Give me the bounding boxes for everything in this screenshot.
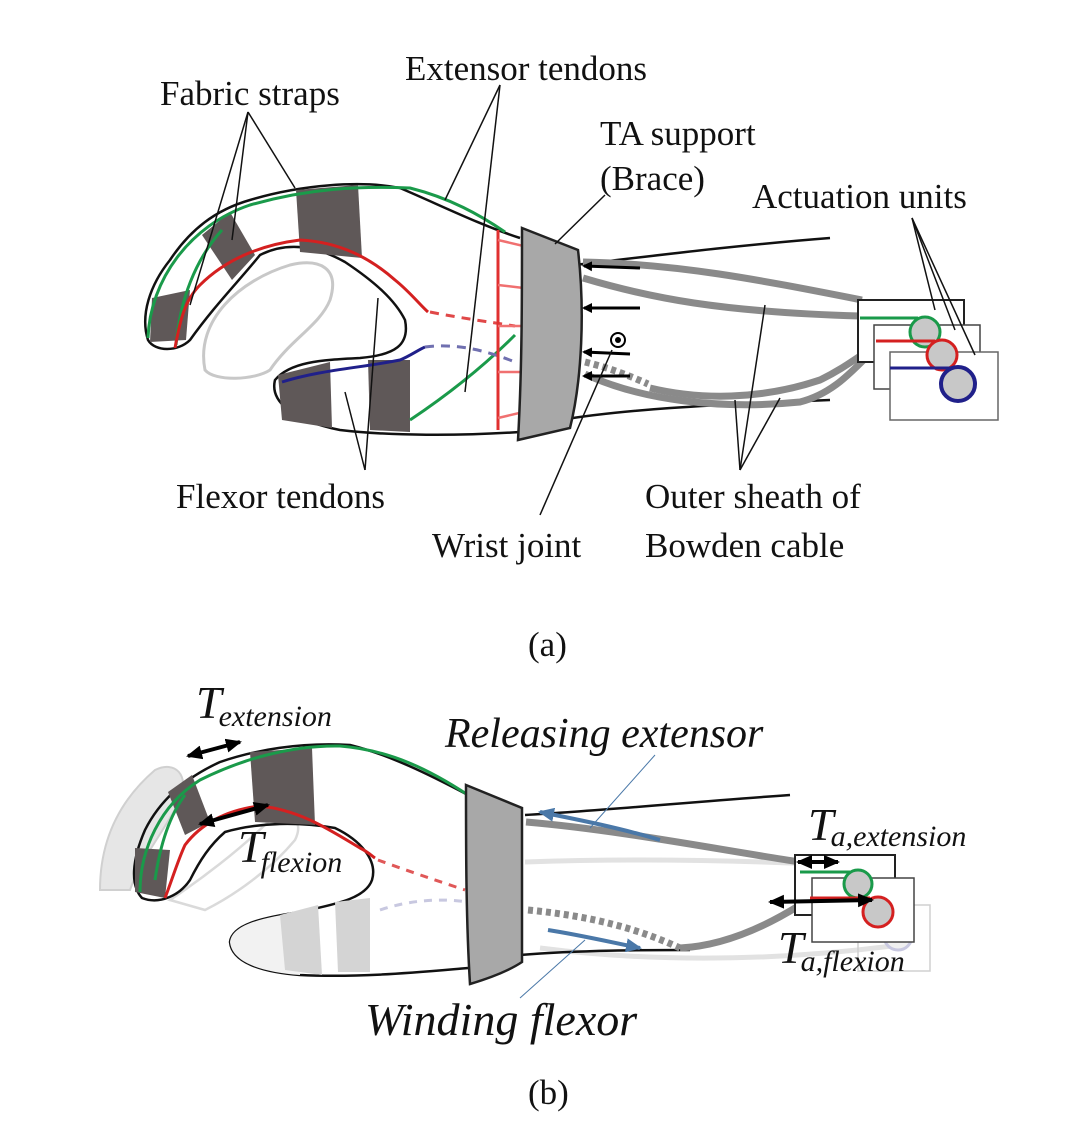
ta-support-brace-b[interactable]	[464, 783, 524, 986]
caption-b: (b)	[528, 1073, 569, 1112]
label-ta-support: TA support	[600, 114, 756, 153]
ghost-finger-a	[202, 261, 335, 380]
bowden-sheath-3-a	[583, 342, 883, 409]
label-ta-support-brace: (Brace)	[600, 159, 705, 198]
label-outer-sheath: Outer sheath of	[645, 477, 861, 516]
thumb-strap-1-b	[280, 905, 322, 975]
flexor-tendon-blue-dash-b	[379, 898, 469, 912]
forearm-top-b	[524, 793, 791, 817]
caption-a: (a)	[528, 625, 567, 664]
label-t-flexion: Tflexion	[238, 821, 342, 879]
strap-5-a	[368, 360, 410, 432]
flexor-tendon-blue-dash-a	[424, 344, 516, 364]
strap-1-a	[296, 185, 362, 258]
thumb-strap-2-b	[335, 898, 370, 972]
t-flexion-arrow	[198, 802, 270, 827]
label-ta-extension: Ta,extension	[808, 799, 966, 853]
label-winding-flexor: Winding flexor	[365, 994, 638, 1045]
hand-outline-a	[144, 182, 521, 437]
leader-winding	[519, 939, 586, 999]
t-extension-arrow	[186, 738, 242, 760]
strap-2-a	[202, 212, 255, 280]
force-arrow-3-a	[582, 347, 631, 358]
label-wrist-joint: Wrist joint	[432, 526, 582, 565]
label-extensor-tendons: Extensor tendons	[405, 49, 647, 88]
flexor-tendon-red-dash-b	[377, 858, 466, 892]
panel-a: Fabric straps Extensor tendons TA suppor…	[144, 49, 999, 664]
bowden-sheath-2-a	[582, 258, 863, 304]
label-t-extension: Textension	[196, 677, 332, 733]
label-ta-flexion: Ta,flexion	[778, 922, 905, 978]
label-bowden-cable: Bowden cable	[645, 526, 844, 565]
label-fabric-straps: Fabric straps	[160, 74, 340, 113]
bowden-sheath-5-a	[649, 336, 887, 400]
label-flexor-tendons: Flexor tendons	[176, 477, 385, 516]
label-releasing-extensor: Releasing extensor	[444, 711, 764, 757]
winding-arrow[interactable]	[547, 928, 642, 953]
force-arrow-1-a	[582, 261, 641, 272]
leader-lines-a	[189, 84, 976, 516]
actuation-units-a[interactable]	[857, 299, 999, 421]
strap-1-b	[250, 748, 315, 825]
flexor-tendon-blue-a	[281, 345, 426, 384]
forearm-bottom-b	[519, 948, 691, 957]
leader-releasing	[589, 754, 656, 829]
ghost-cable-2-b	[539, 942, 901, 961]
ta-flexion-arrow	[768, 893, 874, 909]
extensor-tendon-a	[146, 185, 506, 339]
label-actuation-units: Actuation units	[752, 177, 967, 216]
wrist-joint-dot-a	[615, 337, 621, 343]
bowden-flexor-dash-b	[527, 906, 682, 952]
extensor-tendon-thumb-a	[409, 333, 517, 422]
bowden-sheath-1-a	[581, 274, 861, 320]
extensor-tendon-2-b	[153, 794, 187, 881]
flexor-tendon-red-a	[173, 238, 429, 349]
releasing-arrow[interactable]	[538, 807, 661, 842]
panel-b: Textension Tflexion Releasing extensor T…	[98, 677, 966, 1112]
extensor-tendon-b	[138, 744, 469, 893]
ta-support-brace-a[interactable]	[516, 226, 583, 442]
